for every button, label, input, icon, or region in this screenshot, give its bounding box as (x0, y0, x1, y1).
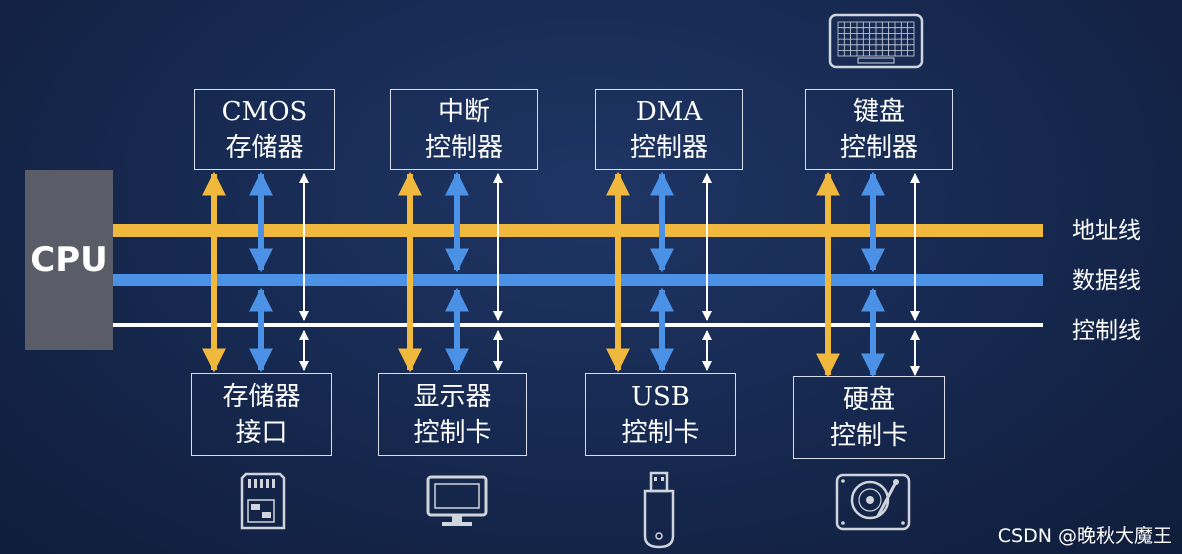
usb-drive-icon (643, 471, 675, 549)
box-line-2: 控制卡 (829, 420, 908, 451)
control-bus-label: 控制线 (1072, 318, 1141, 344)
box-line-1: CMOS (221, 96, 308, 127)
usb-card-box: USB 控制卡 (585, 373, 736, 456)
box-line-1: 中断 (437, 96, 490, 127)
address-bus-label: 地址线 (1072, 218, 1141, 244)
keyboard-controller-box: 键盘 控制器 (805, 89, 953, 170)
box-line-1: 显示器 (413, 381, 492, 412)
hard-disk-card-box: 硬盘 控制卡 (793, 376, 945, 459)
box-line-2: 接口 (235, 417, 288, 448)
data-bus-label: 数据线 (1072, 268, 1141, 294)
box-line-1: DMA (635, 96, 703, 127)
box-line-1: 键盘 (852, 96, 905, 127)
data-bus-line (113, 274, 1043, 286)
display-card-box: 显示器 控制卡 (378, 373, 527, 456)
hard-disk-icon (835, 473, 911, 531)
control-bus-line (113, 323, 1043, 327)
sd-card-icon (240, 472, 286, 530)
cpu-label: CPU (30, 240, 108, 280)
box-line-1: 硬盘 (842, 384, 895, 415)
cmos-memory-box: CMOS 存储器 (194, 89, 335, 170)
box-line-2: 存储器 (225, 132, 304, 163)
memory-interface-box: 存储器 接口 (191, 373, 332, 456)
box-line-2: 控制卡 (621, 417, 700, 448)
dma-controller-box: DMA 控制器 (595, 89, 743, 170)
cpu-block: CPU (25, 170, 113, 350)
box-line-1: 存储器 (222, 381, 301, 412)
interrupt-controller-box: 中断 控制器 (390, 89, 538, 170)
box-line-2: 控制器 (839, 132, 918, 163)
box-line-2: 控制卡 (413, 417, 492, 448)
watermark-text: CSDN @晚秋大魔王 (997, 525, 1172, 547)
monitor-icon (426, 475, 488, 526)
address-bus-line (113, 224, 1043, 237)
keyboard-icon (828, 13, 924, 69)
box-line-1: USB (631, 381, 690, 412)
box-line-2: 控制器 (424, 132, 503, 163)
box-line-2: 控制器 (629, 132, 708, 163)
